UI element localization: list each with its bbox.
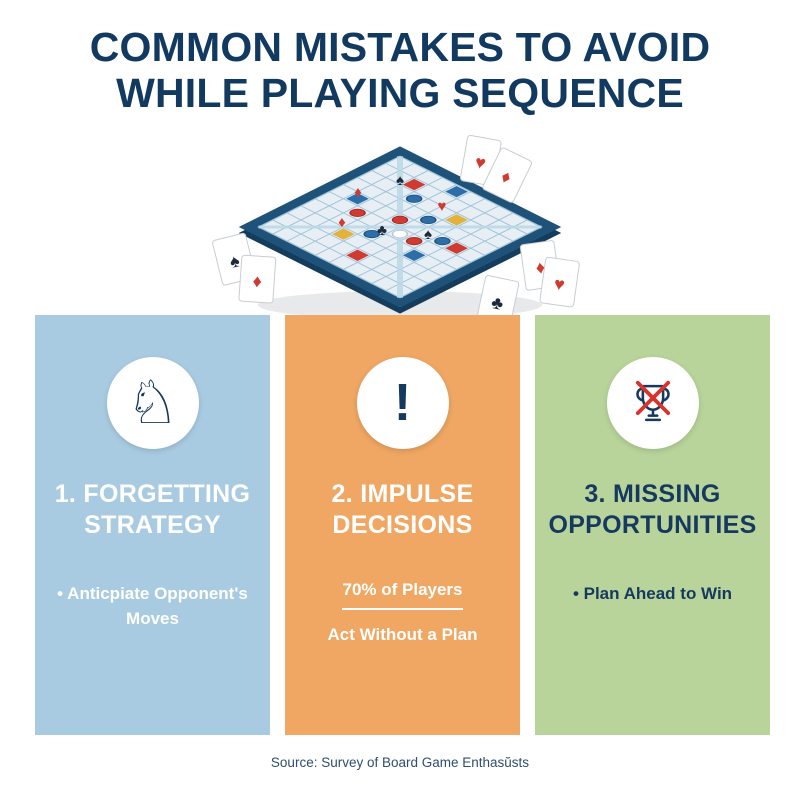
playing-cards: ♥ ♦ ♦ ♥ ♣ ♠ ♦ [212, 134, 580, 328]
stat-line: Act Without a Plan [327, 625, 478, 644]
spade-suit-icon: ♠ [396, 172, 404, 189]
column-heading: 3. MISSING OPPORTUNITIES [548, 480, 757, 539]
diamond-suit-icon: ♦ [252, 271, 263, 292]
sequence-board-illustration: ♦ ♠ ♥ ♣ ♠ ♦ ♥ ♦ ♦ ♥ ♣ ♠ [212, 134, 580, 328]
game-chips [349, 194, 451, 246]
title-line-1: COMMON MISTAKES TO AVOID [89, 24, 711, 70]
red-x-mark [635, 380, 670, 416]
trophy-icon-circle [606, 357, 699, 449]
column-bullet: • Anticpiate Opponent's Moves [57, 584, 248, 628]
title-line-2: WHILE PLAYING SEQUENCE [116, 70, 684, 117]
stat-underlined: 70% of Players [342, 580, 463, 610]
infographic-title: COMMON MISTAKES TO AVOID WHILE PLAYING S… [0, 24, 800, 117]
playing-card: ♦ [482, 147, 533, 203]
column-bullet: • Plan Ahead to Win [572, 584, 733, 603]
club-suit-icon: ♣ [377, 222, 387, 239]
heart-suit-icon: ♥ [473, 152, 487, 174]
spade-suit-icon: ♠ [424, 226, 432, 243]
column-forgetting-strategy: ♘ 1. FORGETTING STRATEGY • Anticpiate Op… [35, 315, 270, 735]
diamond-suit-icon: ♦ [534, 257, 546, 278]
trophy-crossed-icon [635, 380, 670, 422]
board-suit-symbols: ♦ ♠ ♥ ♣ ♠ ♦ [338, 172, 446, 243]
diamond-suit-icon: ♦ [354, 184, 362, 201]
board-top [238, 146, 562, 308]
exclamation-icon-circle: ! [356, 357, 449, 449]
column-heading: 2. IMPULSE DECISIONS [331, 480, 474, 539]
club-suit-icon: ♣ [490, 292, 506, 314]
mistake-columns: ♘ 1. FORGETTING STRATEGY • Anticpiate Op… [35, 315, 770, 735]
column-impulse-decisions: ! 2. IMPULSE DECISIONS 70% of Players Ac… [285, 315, 520, 735]
heart-suit-icon: ♥ [553, 273, 566, 294]
column-missing-opportunities: 3. MISSING OPPORTUNITIES • Plan Ahead to… [535, 315, 770, 735]
column-heading: 1. FORGETTING STRATEGY [54, 480, 251, 539]
column-stat: 70% of Players Act Without a Plan [303, 580, 503, 645]
knight-icon: ♘ [125, 369, 180, 436]
playing-card: ♦ [238, 254, 277, 304]
footer-source: Source: Survey of Board Game Enthasŭsts [270, 755, 530, 770]
diamond-suit-icon: ♦ [338, 214, 346, 231]
playing-card: ♥ [539, 256, 580, 308]
exclamation-icon: ! [393, 374, 412, 432]
heart-suit-icon: ♥ [438, 198, 447, 215]
knight-icon-circle: ♘ [106, 357, 199, 449]
face-card-cells [332, 178, 468, 261]
